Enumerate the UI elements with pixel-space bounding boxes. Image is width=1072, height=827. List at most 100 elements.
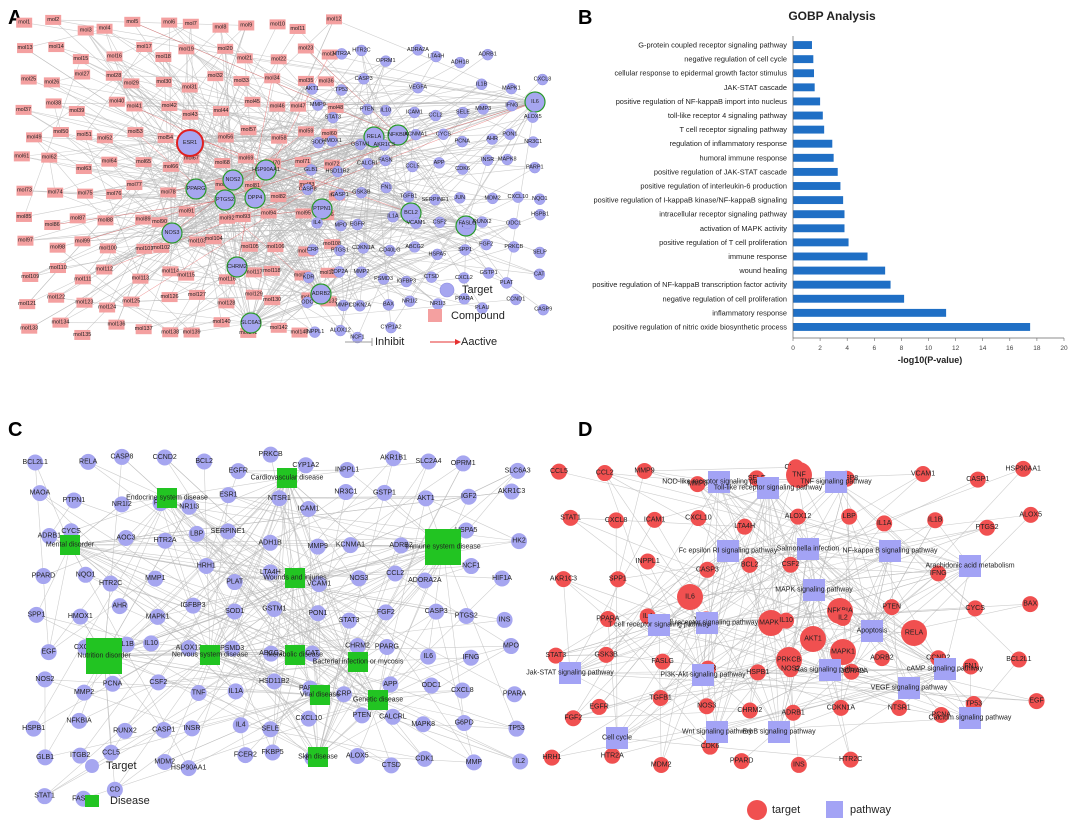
target-node-ifng[interactable]: IFNG [463, 649, 480, 666]
target-node-mmp9[interactable]: MMP9 [634, 462, 655, 479]
target-node-chrm2[interactable]: CHRM2 [345, 637, 370, 654]
target-node-csf2[interactable]: CSF2 [149, 674, 167, 691]
target-node-nr1i2[interactable]: NR1I2 [112, 496, 132, 513]
pathway-node-vegf-signaling-pathway[interactable]: VEGF signaling pathway [871, 677, 948, 699]
compound-node-mol110[interactable]: mol110 [49, 263, 67, 274]
compound-node-mol40[interactable]: mol40 [108, 96, 125, 107]
target-node-pparg[interactable]: PPARG [185, 178, 207, 200]
compound-node-mol86[interactable]: mol86 [44, 220, 61, 231]
target-node-hmox1[interactable]: HMOX1 [322, 135, 342, 147]
target-node-mapk1[interactable]: MAPK1 [830, 639, 856, 665]
compound-node-mol130[interactable]: mol130 [263, 295, 281, 306]
target-node-spp1[interactable]: SPP1 [458, 244, 472, 256]
target-node-odc1[interactable]: ODC1 [506, 217, 521, 230]
target-node-hsp90aa1[interactable]: HSP90AA1 [252, 159, 280, 181]
pathway-node-pi3k-akt-signaling-pathway[interactable]: PI3K-Akt signaling pathway [660, 664, 746, 686]
target-node-nfkbia[interactable]: NFKBIA [66, 712, 92, 729]
compound-node-mol68[interactable]: mol68 [214, 158, 231, 169]
target-node-casp3[interactable]: CASP3 [355, 73, 373, 85]
target-node-nr3c1[interactable]: NR3C1 [524, 136, 542, 148]
target-node-htr2a[interactable]: HTR2A [333, 48, 351, 60]
target-node-ccl5[interactable]: CCL5 [102, 744, 120, 761]
target-node-fasn[interactable]: FASN [378, 154, 393, 167]
target-node-adrb2[interactable]: ADRB2 [870, 650, 894, 667]
target-node-oprm1[interactable]: OPRM1 [376, 55, 396, 67]
target-node-fn1[interactable]: FN1 [962, 658, 979, 675]
target-node-hspa5[interactable]: HSPA5 [455, 522, 478, 539]
target-node-cd40lg[interactable]: CD40LG [379, 244, 401, 257]
target-node-sele[interactable]: SELE [456, 106, 470, 119]
compound-node-mol97[interactable]: mol97 [17, 235, 34, 246]
target-node-cyp1a2[interactable]: CYP1A2 [292, 457, 319, 474]
target-node-ccl2[interactable]: CCL2 [386, 565, 404, 582]
target-node-hrh1[interactable]: HRH1 [197, 557, 216, 574]
target-node-akr1c3[interactable]: AKR1C3 [498, 483, 525, 500]
compound-node-mol116[interactable]: mol116 [218, 274, 236, 285]
pathway-node-tnf-signaling-pathway[interactable]: TNF signaling pathway [800, 471, 872, 493]
target-node-stat3[interactable]: STAT3 [325, 111, 341, 124]
target-node-hsp90aa1[interactable]: HSP90AA1 [171, 760, 207, 777]
compound-node-mol12[interactable]: mol12 [326, 14, 343, 25]
target-node-alox5[interactable]: ALOX5 [524, 111, 542, 123]
compound-node-mol85[interactable]: mol85 [15, 211, 32, 222]
compound-node-mol90[interactable]: mol90 [151, 217, 168, 228]
target-node-psmd3[interactable]: PSMD3 [220, 640, 244, 657]
target-node-fgf2[interactable]: FGF2 [564, 710, 582, 727]
target-node-nos2[interactable]: NOS2 [35, 671, 55, 688]
target-node-htr2a[interactable]: HTR2A [154, 532, 177, 549]
compound-node-mol21[interactable]: mol21 [236, 53, 253, 64]
target-node-calcrl[interactable]: CALCRL [379, 708, 407, 725]
compound-node-mol139[interactable]: mol139 [183, 327, 201, 338]
target-node-rela[interactable]: RELA [363, 126, 385, 148]
compound-node-mol125[interactable]: mol125 [122, 296, 140, 307]
target-node-hspb1[interactable]: HSPB1 [22, 720, 45, 737]
target-node-hspb1[interactable]: HSPB1 [746, 664, 769, 681]
target-node-ccl2[interactable]: CCL2 [429, 109, 443, 122]
target-node-ppard[interactable]: PPARD [730, 753, 754, 770]
target-node-ccl5[interactable]: CCL5 [550, 463, 568, 480]
target-node-akt1[interactable]: AKT1 [417, 490, 435, 507]
target-node-adrb1[interactable]: ADRB1 [38, 528, 61, 545]
target-node-casp8[interactable]: CASP8 [299, 183, 317, 196]
target-node-lbp[interactable]: LBP [188, 525, 205, 542]
target-node-dpp4[interactable]: DPP4 [244, 187, 266, 209]
compound-node-mol52[interactable]: mol52 [96, 133, 113, 144]
target-node-abcg2[interactable]: ABCG2 [259, 645, 283, 662]
compound-node-mol16[interactable]: mol16 [106, 51, 123, 62]
compound-node-mol66[interactable]: mol66 [162, 161, 179, 172]
target-node-faslg[interactable]: FASLG [459, 217, 477, 230]
target-node-il6[interactable]: IL6 [420, 648, 437, 665]
target-node-alox12[interactable]: ALOX12 [176, 640, 203, 657]
target-node-bcl2l1[interactable]: BCL2L1 [23, 454, 48, 471]
target-node-akt1[interactable]: AKT1 [305, 83, 319, 95]
compound-node-mol20[interactable]: mol20 [217, 43, 234, 54]
target-node-casp1[interactable]: CASP1 [966, 471, 989, 488]
target-node-ifng[interactable]: IFNG [930, 565, 947, 582]
target-node-nos3[interactable]: NOS3 [697, 698, 716, 715]
disease-node-wounds-and-injuries[interactable]: Wounds and injuries [263, 568, 327, 588]
compound-node-mol93[interactable]: mol93 [234, 212, 251, 223]
compound-node-mol47[interactable]: mol47 [290, 101, 307, 112]
compound-node-mol45[interactable]: mol45 [244, 96, 261, 107]
target-node-hsp90aa1[interactable]: HSP90AA1 [1005, 460, 1041, 477]
target-node-tp53[interactable]: TP53 [508, 720, 525, 737]
compound-node-mol111[interactable]: mol111 [74, 274, 92, 285]
target-node-cxcl2[interactable]: CXCL2 [455, 272, 473, 284]
compound-node-mol140[interactable]: mol140 [213, 317, 231, 328]
target-node-htr2c[interactable]: HTR2C [839, 751, 862, 768]
compound-node-mol118[interactable]: mol118 [263, 265, 281, 276]
target-node-mdm2[interactable]: MDM2 [485, 192, 501, 205]
target-node-ctsd[interactable]: CTSD [382, 757, 401, 774]
target-node-akt1[interactable]: AKT1 [800, 626, 826, 652]
disease-node-immune-system-disease[interactable]: Immune system disease [405, 529, 481, 565]
target-node-csf2[interactable]: CSF2 [782, 556, 800, 573]
compound-node-mol63[interactable]: mol63 [75, 164, 92, 175]
target-node-ppara[interactable]: PPARA [455, 293, 474, 305]
compound-node-mol134[interactable]: mol134 [51, 317, 69, 328]
target-node-mapk1[interactable]: MAPK1 [146, 608, 170, 625]
target-node-ccnd1[interactable]: CCND1 [506, 293, 525, 306]
compound-node-mol72[interactable]: mol72 [324, 159, 341, 170]
compound-node-mol56[interactable]: mol56 [217, 132, 234, 143]
pathway-node-calcium-signaling-pathway[interactable]: Calcium signaling pathway [929, 707, 1012, 729]
target-node-gsk3b[interactable]: GSK3B [594, 646, 618, 663]
